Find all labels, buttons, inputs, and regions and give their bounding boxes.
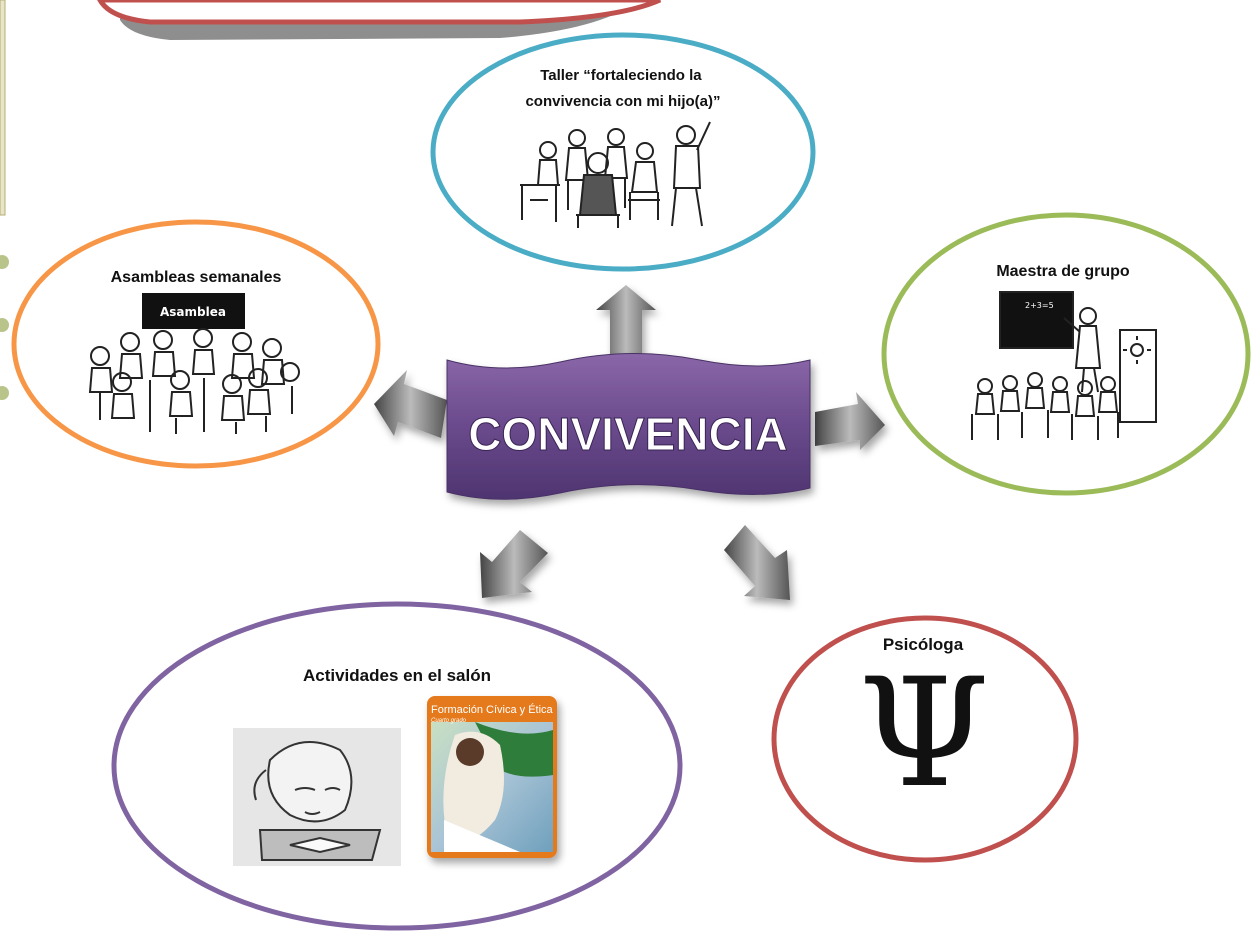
taller-title: Taller “fortaleciendo la convivencia con… bbox=[525, 67, 720, 110]
arrow-left bbox=[374, 370, 447, 438]
book-title: Formación Cívica y Ética bbox=[431, 703, 554, 716]
top-banner-fragment bbox=[97, 0, 662, 40]
arrow-right bbox=[815, 392, 885, 450]
node-taller: Taller “fortaleciendo la convivencia con… bbox=[430, 32, 816, 272]
asamblea-board-text: Asamblea bbox=[160, 305, 226, 319]
center-label: CONVIVENCIA bbox=[468, 408, 787, 460]
node-psicologa: Psicóloga Ψ bbox=[771, 615, 1079, 863]
maestra-title: Maestra de grupo bbox=[996, 263, 1130, 280]
left-edge-decoration bbox=[0, 0, 9, 400]
reading-child-drawing bbox=[233, 728, 401, 866]
circle-of-children-drawing bbox=[88, 328, 300, 434]
center-node: CONVIVENCIA bbox=[446, 353, 811, 500]
arrow-up bbox=[596, 285, 656, 355]
svg-text:2+3=5: 2+3=5 bbox=[1025, 301, 1054, 310]
asamblea-board bbox=[142, 293, 245, 329]
arrows bbox=[374, 285, 885, 600]
arrow-down-right bbox=[724, 525, 790, 600]
node-maestra: Maestra de grupo 2+3=5 bbox=[881, 212, 1251, 496]
center-ribbon bbox=[446, 353, 811, 500]
asambleas-title: Asambleas semanales bbox=[111, 269, 282, 286]
book-subtitle: Cuarto grado bbox=[431, 718, 467, 724]
arrow-down-left bbox=[480, 530, 548, 598]
textbook-cover: Formación Cívica y Ética Cuarto grado bbox=[427, 696, 557, 858]
parents-meeting-drawing bbox=[520, 121, 711, 228]
actividades-title: Actividades en el salón bbox=[303, 666, 491, 685]
psi-symbol-icon: Ψ bbox=[858, 647, 990, 821]
teacher-classroom-drawing: 2+3=5 bbox=[971, 291, 1157, 440]
node-asambleas: Asambleas semanales Asamblea bbox=[11, 219, 381, 469]
taller-ellipse bbox=[430, 32, 816, 272]
psicologa-title: Psicóloga bbox=[883, 635, 964, 654]
maestra-ellipse bbox=[881, 212, 1251, 496]
node-actividades: Actividades en el salón Formación Cívica… bbox=[111, 601, 683, 931]
psicologa-ellipse bbox=[771, 615, 1079, 863]
